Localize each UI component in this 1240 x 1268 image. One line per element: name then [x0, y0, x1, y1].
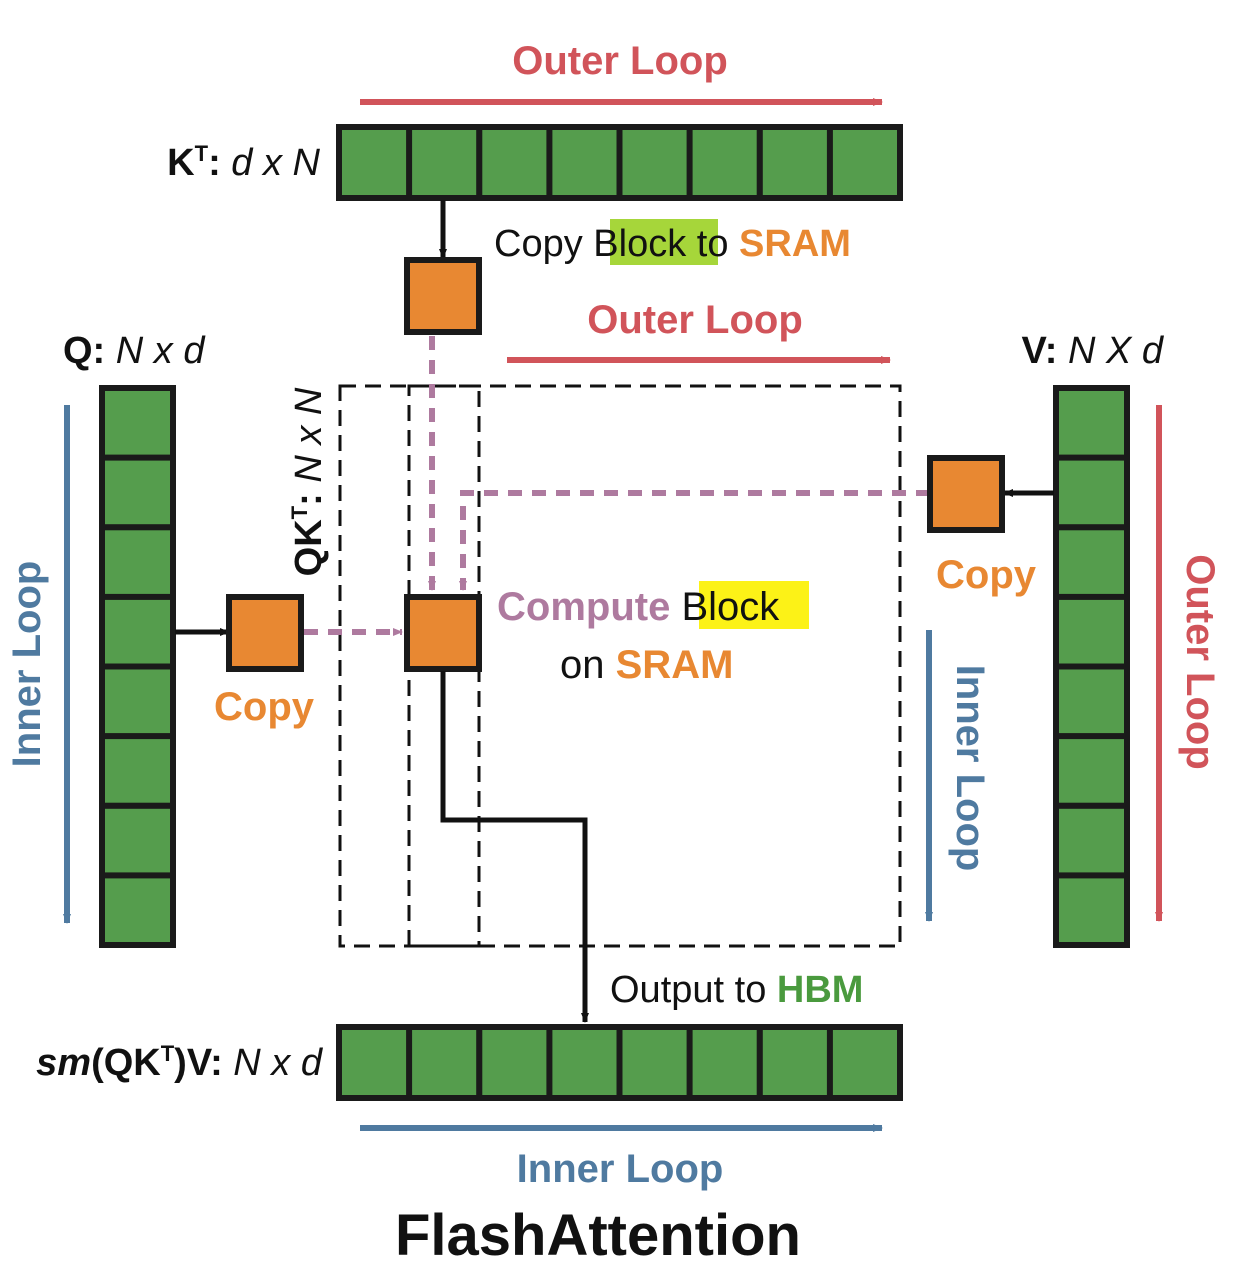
output-matrix-cell: [412, 1030, 477, 1095]
kt-matrix-cell: [692, 130, 757, 195]
output-matrix-cell: [832, 1030, 897, 1095]
block-highlight-yellow: [699, 581, 809, 629]
v-matrix-cell: [1059, 599, 1124, 664]
v-matrix-cell: [1059, 391, 1124, 455]
v-to-compute-flow: [459, 490, 930, 591]
output-matrix-cell: [552, 1030, 617, 1095]
v-matrix-cell: [1059, 878, 1124, 942]
output-matrix-cell: [762, 1030, 827, 1095]
right-outer-loop-label: Outer Loop: [1178, 554, 1222, 770]
kt-matrix-cell: [482, 130, 547, 195]
compute-block-label: Compute Block: [497, 585, 780, 629]
output-matrix-cell: [342, 1030, 407, 1095]
diagram-title: FlashAttention: [395, 1203, 801, 1268]
q-matrix-cell: [105, 530, 170, 594]
kt-matrix-cell: [832, 130, 897, 195]
v-sram-block: [927, 455, 1005, 533]
q-matrix-cell: [105, 878, 170, 942]
output-matrix-cell: [692, 1030, 757, 1095]
q-matrix-cell: [105, 460, 170, 525]
q-matrix-cell: [105, 599, 170, 664]
v-matrix-cell: [1059, 739, 1124, 803]
kt-matrix-cell: [762, 130, 827, 195]
output-to-hbm-arrow: [440, 671, 589, 1023]
compute-block: [404, 594, 482, 672]
output-to-hbm-label: Output to HBM: [610, 969, 863, 1011]
kt-matrix: [336, 124, 903, 201]
top-outer-loop-label: Outer Loop: [512, 39, 728, 83]
v-matrix: [1053, 385, 1130, 948]
output-matrix-cell: [622, 1030, 687, 1095]
qkt-matrix-label: QKT: N x N: [287, 387, 330, 576]
left-inner-loop-label: Inner Loop: [5, 561, 49, 768]
v-matrix-cell: [1059, 669, 1124, 734]
bottom-inner-loop-label: Inner Loop: [517, 1147, 724, 1191]
q-matrix-cell: [105, 669, 170, 734]
q-matrix-cell: [105, 391, 170, 455]
middle-outer-loop-label: Outer Loop: [587, 298, 803, 342]
block-highlight-lime: [610, 219, 718, 265]
q-matrix-label: Q: N x d: [63, 330, 206, 372]
output-matrix: [336, 1024, 903, 1101]
kt-matrix-cell: [622, 130, 687, 195]
output-matrix-label: sm(QKT)V: N x d: [36, 1041, 324, 1084]
q-sram-block: [226, 594, 304, 672]
kt-matrix-cell: [342, 130, 407, 195]
kt-matrix-cell: [552, 130, 617, 195]
v-matrix-cell: [1059, 460, 1124, 525]
copy-block-to-sram-label: Copy Block to SRAM: [494, 223, 851, 265]
copy-left-label: Copy: [214, 685, 315, 729]
v-matrix-cell: [1059, 808, 1124, 873]
right-inner-loop-label: Inner Loop: [948, 665, 992, 872]
kt-matrix-cell: [412, 130, 477, 195]
kt-sram-block: [404, 257, 482, 335]
output-matrix-cell: [482, 1030, 547, 1095]
on-sram-label: on SRAM: [560, 643, 733, 687]
copy-right-label: Copy: [936, 553, 1037, 597]
q-matrix: [99, 385, 176, 948]
kt-matrix-label: KT: d x N: [167, 141, 320, 184]
v-matrix-cell: [1059, 530, 1124, 594]
q-matrix-cell: [105, 739, 170, 803]
qkt-region: [338, 384, 902, 948]
q-matrix-cell: [105, 808, 170, 873]
v-matrix-label: V: N X d: [1021, 330, 1164, 372]
